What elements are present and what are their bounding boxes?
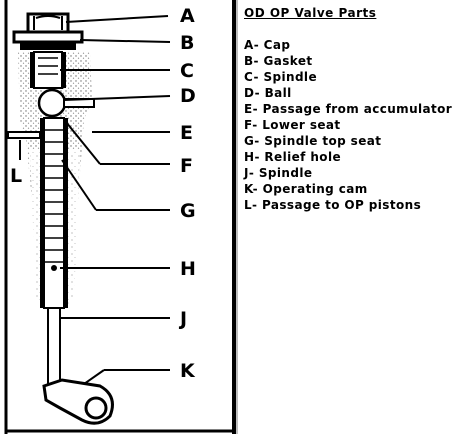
- diagram-panel: A B C D E F G H J K L: [0, 0, 232, 434]
- item-key: C: [244, 70, 254, 84]
- item-key: B: [244, 54, 254, 68]
- callout-a: A: [180, 5, 195, 27]
- callout-k: K: [180, 360, 196, 382]
- item-key: A: [244, 38, 254, 52]
- item-label: Spindle: [263, 70, 317, 84]
- callout-c: C: [180, 60, 194, 82]
- item-label: Relief hole: [264, 150, 342, 164]
- item-key: H: [244, 150, 255, 164]
- item-key: E: [244, 102, 253, 116]
- item-label: Lower seat: [262, 118, 341, 132]
- list-item: L- Passage to OP pistons: [244, 198, 422, 212]
- item-label: Spindle top seat: [264, 134, 382, 148]
- item-key: F: [244, 118, 253, 132]
- ball: [37, 88, 67, 118]
- list-item: J- Spindle: [244, 166, 313, 180]
- callout-j: J: [178, 308, 187, 330]
- panel-divider-shade: [236, 0, 238, 434]
- list-item: F- Lower seat: [244, 118, 341, 132]
- callout-h: H: [180, 258, 196, 280]
- callout-f: F: [180, 155, 193, 177]
- item-label: Ball: [264, 86, 292, 100]
- item-key: G: [244, 134, 255, 148]
- list-item: E- Passage from accumulator: [244, 102, 453, 116]
- item-label: Operating cam: [262, 182, 368, 196]
- item-label: Passage to OP pistons: [262, 198, 422, 212]
- spindle-body: [43, 117, 65, 309]
- list-item: H- Relief hole: [244, 150, 342, 164]
- leader-lines: [60, 15, 171, 385]
- spindle-rod: [47, 307, 61, 391]
- legend-title: OD OP Valve Parts: [244, 6, 377, 20]
- gasket: [12, 30, 84, 44]
- item-key: D: [244, 86, 255, 100]
- valve-diagram: A B C D E F G H J K L: [4, 0, 232, 434]
- list-item: C- Spindle: [244, 70, 317, 84]
- callout-b: B: [180, 32, 194, 54]
- list-item: G- Spindle top seat: [244, 134, 382, 148]
- list-item: D- Ball: [244, 86, 292, 100]
- passage-op: [7, 131, 41, 139]
- item-label: Spindle: [258, 166, 313, 180]
- item-label: Cap: [263, 38, 291, 52]
- callout-d: D: [180, 85, 196, 107]
- parts-list: A- Cap B- Gasket C- Spindle D- Ball E- P…: [244, 37, 452, 213]
- callout-e: E: [180, 122, 193, 144]
- item-key: K: [244, 182, 253, 196]
- legend-panel: OD OP Valve Parts A- Cap B- Gasket C- Sp…: [238, 0, 470, 434]
- callout-g: G: [180, 200, 196, 222]
- item-key: L: [244, 198, 253, 212]
- item-label: Gasket: [263, 54, 313, 68]
- panel-divider: [232, 0, 236, 434]
- list-item: B- Gasket: [244, 54, 313, 68]
- list-item: A- Cap: [244, 38, 291, 52]
- list-item: K- Operating cam: [244, 182, 368, 196]
- relief-hole: [51, 265, 57, 271]
- callout-l: L: [10, 165, 22, 187]
- item-key: J: [244, 166, 249, 180]
- item-label: Passage from accumulator: [262, 102, 453, 116]
